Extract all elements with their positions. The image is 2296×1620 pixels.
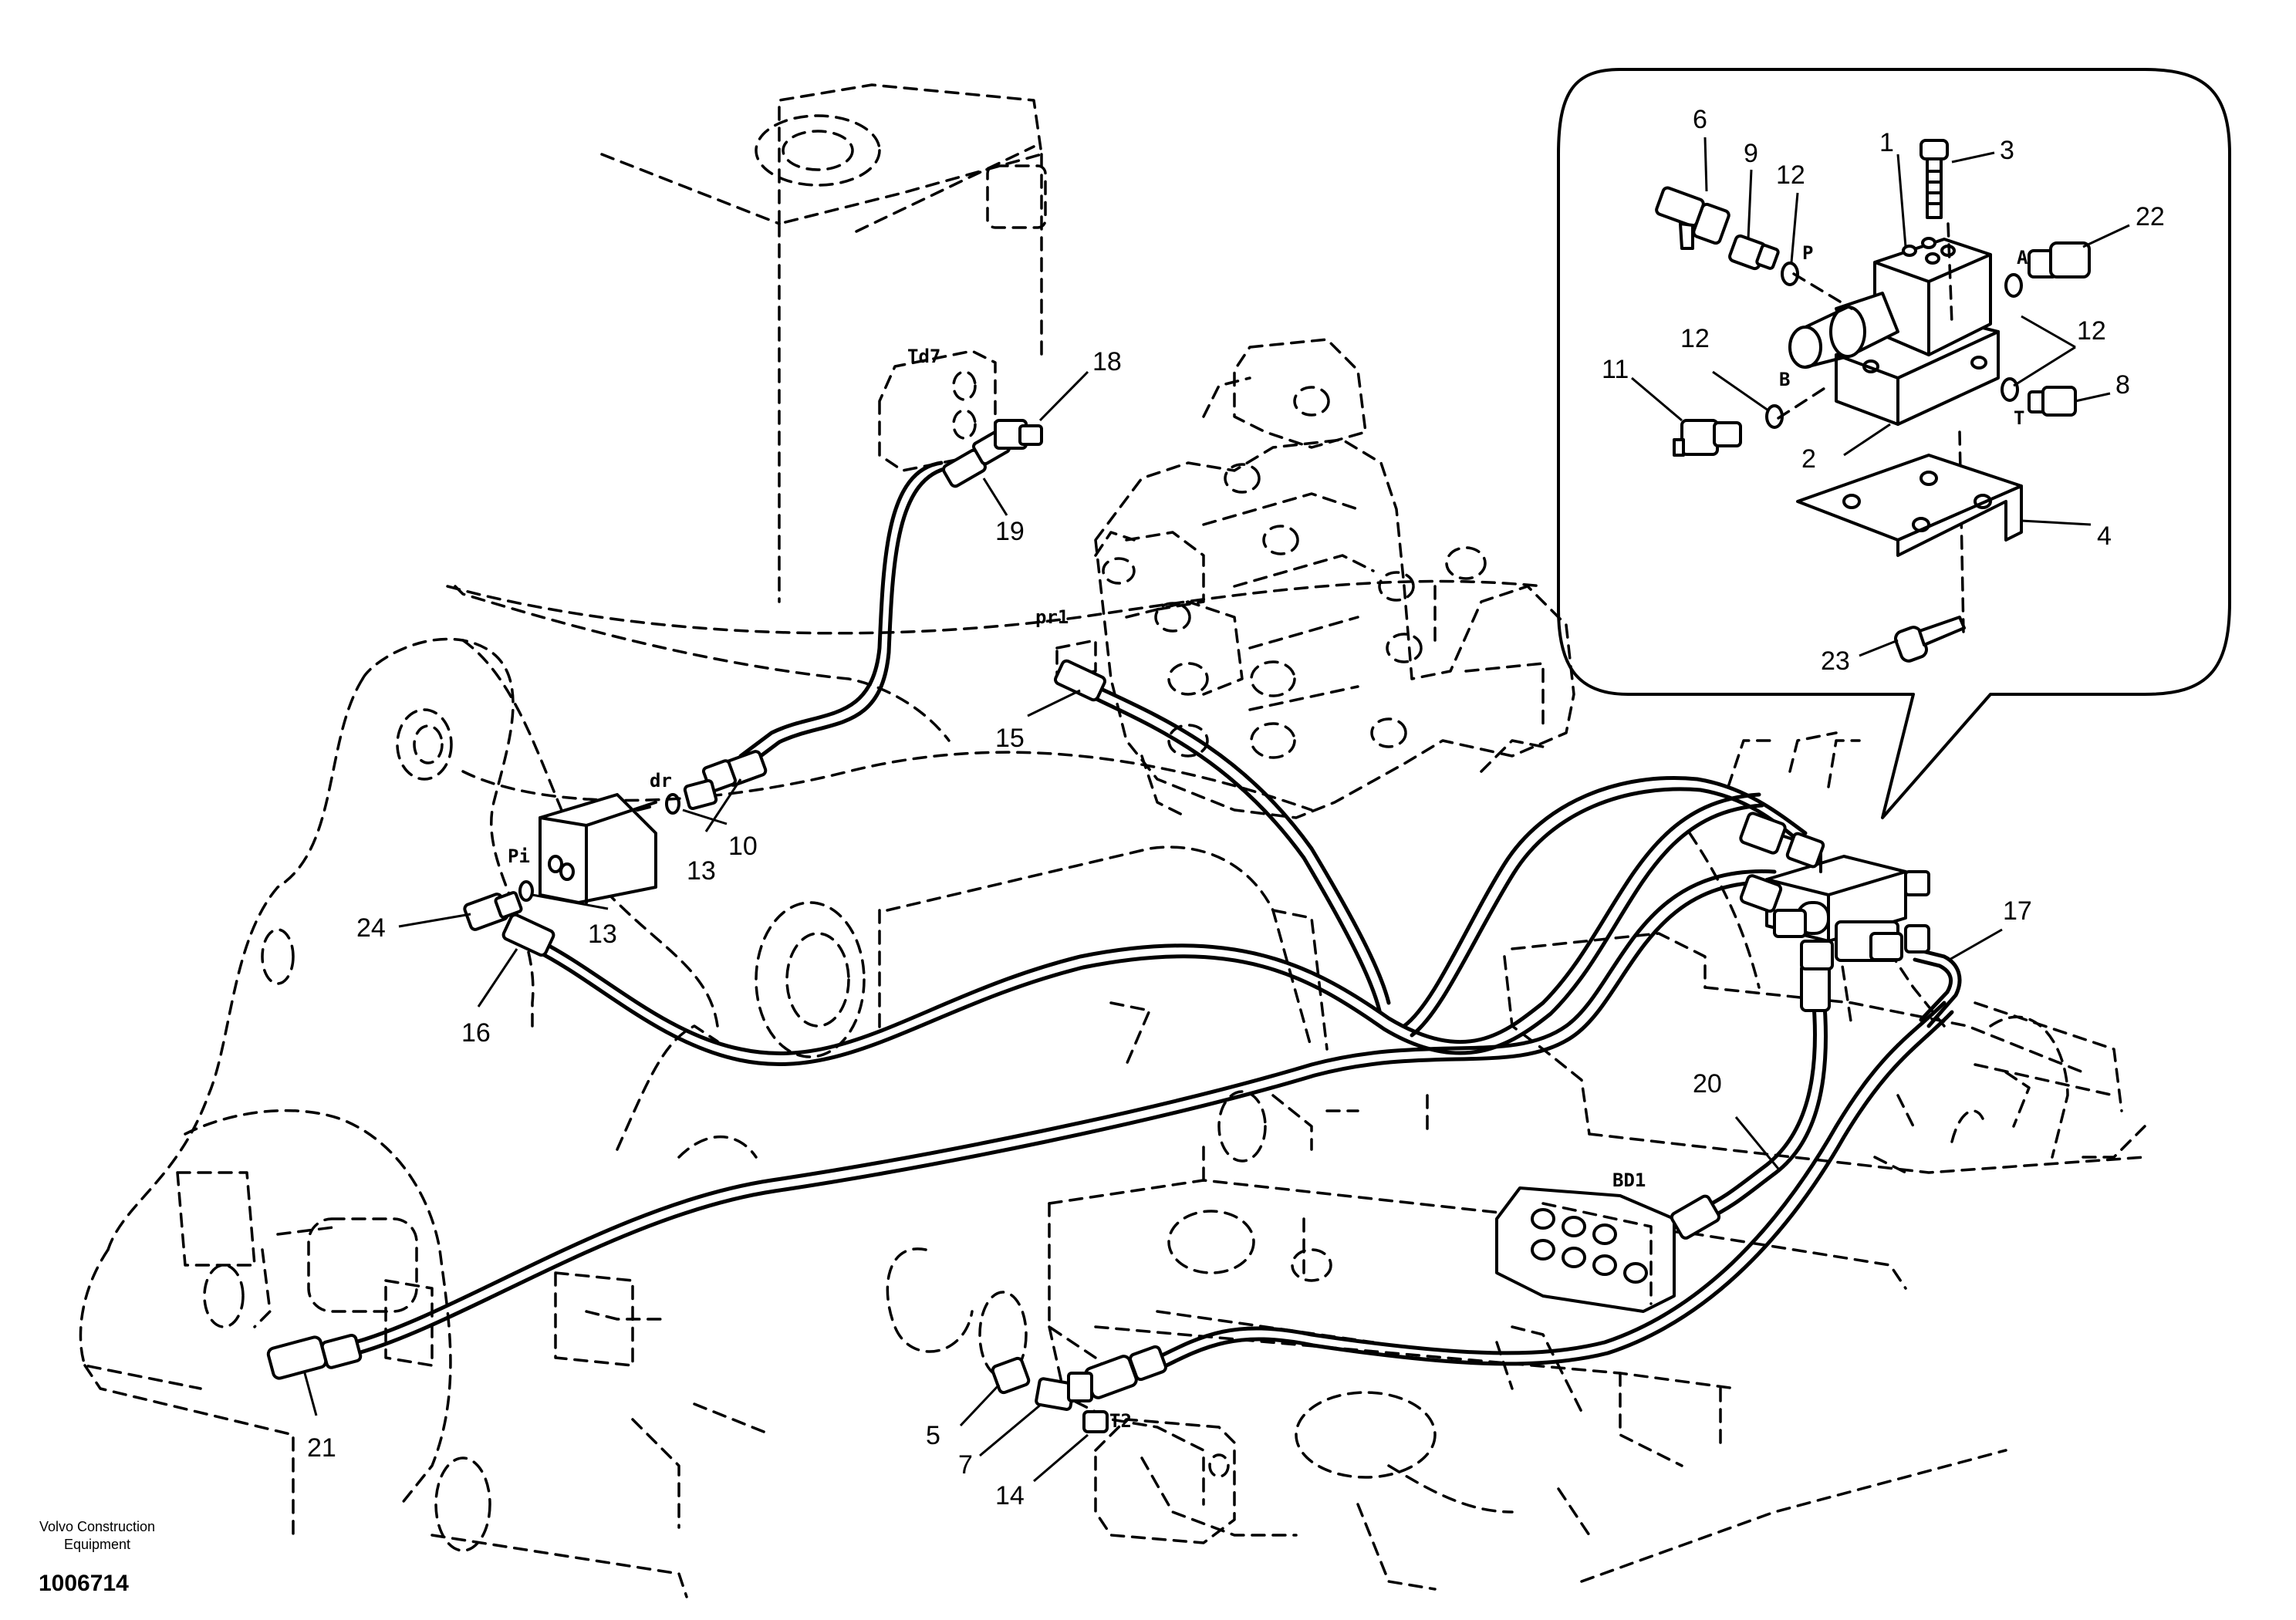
leader-lines <box>303 370 2003 1483</box>
label-17: 17 <box>2003 896 2032 926</box>
port-labels: Td7 pr1 dr Pi BD1 T2 P A B T <box>508 242 2028 1432</box>
port-bd1: BD1 <box>1612 1169 1646 1191</box>
label-2: 2 <box>1801 444 1816 474</box>
oring-13a <box>665 793 680 815</box>
label-19: 19 <box>995 517 1025 546</box>
label-23: 23 <box>1821 646 1850 676</box>
port-a: A <box>2017 247 2028 268</box>
port-t: T <box>2014 407 2024 429</box>
label-14: 14 <box>995 1481 1025 1510</box>
drawing-number: 1006714 <box>39 1571 129 1596</box>
fitting-24 <box>463 891 523 931</box>
port-b: B <box>1779 369 1790 390</box>
fitting-lower-hose <box>1084 1345 1167 1399</box>
label-6: 6 <box>1693 105 1707 134</box>
label-16: 16 <box>461 1018 491 1048</box>
label-7: 7 <box>958 1450 973 1480</box>
label-13b: 13 <box>588 920 617 949</box>
fitting-21 <box>266 1333 363 1380</box>
fitting-10 <box>683 778 718 811</box>
label-12c: 12 <box>1680 324 1710 353</box>
hoses <box>353 461 1962 1371</box>
port-block-td7 <box>878 349 997 472</box>
label-10: 10 <box>728 832 758 861</box>
maker-name-line1: Volvo Construction <box>39 1519 155 1534</box>
valve-manifold <box>1739 812 1930 970</box>
label-9: 9 <box>1744 139 1758 168</box>
port-td7: Td7 <box>907 346 940 367</box>
port-pr1: pr1 <box>1035 606 1069 628</box>
label-12a: 12 <box>1776 160 1805 190</box>
label-1: 1 <box>1879 128 1894 157</box>
port-dr: dr <box>650 770 672 791</box>
oring-13b <box>518 880 534 902</box>
label-4: 4 <box>2097 521 2112 551</box>
label-5: 5 <box>926 1421 940 1450</box>
fitting-16 <box>501 913 555 957</box>
label-18: 18 <box>1092 347 1122 376</box>
loose-fittings <box>463 419 1109 1433</box>
label-24: 24 <box>356 913 386 943</box>
label-8: 8 <box>2115 370 2130 400</box>
label-3: 3 <box>2000 136 2014 165</box>
detail-inset <box>1557 68 2231 819</box>
port-block-dr-pi <box>539 793 657 904</box>
footer: Volvo Construction Equipment 1006714 <box>39 1519 155 1596</box>
label-22: 22 <box>2136 202 2165 231</box>
port-block-bd1 <box>1495 1186 1676 1313</box>
fitting-5 <box>991 1356 1031 1395</box>
fitting-18 <box>994 419 1043 450</box>
port-block-t2 <box>1094 1418 1236 1544</box>
fitting-15 <box>1054 659 1106 702</box>
fitting-7 <box>1035 1372 1093 1411</box>
fitting-bd1-hose <box>1670 1194 1721 1240</box>
port-t2: T2 <box>1109 1410 1132 1432</box>
fitting-20-top <box>1800 963 1831 1012</box>
port-p: P <box>1802 242 1813 264</box>
label-13a: 13 <box>687 856 716 886</box>
label-20: 20 <box>1693 1069 1722 1099</box>
label-12b: 12 <box>2077 316 2106 346</box>
part-numbers: 1 2 3 4 6 9 12 22 12 12 11 8 23 18 19 15… <box>307 105 2165 1510</box>
maker-name-line2: Equipment <box>64 1537 130 1552</box>
label-15: 15 <box>995 724 1025 753</box>
main-control-valve <box>1055 338 1575 819</box>
label-11: 11 <box>1602 355 1629 384</box>
port-pi: Pi <box>508 845 530 867</box>
label-21: 21 <box>307 1433 336 1463</box>
fitting-14 <box>1082 1410 1109 1433</box>
